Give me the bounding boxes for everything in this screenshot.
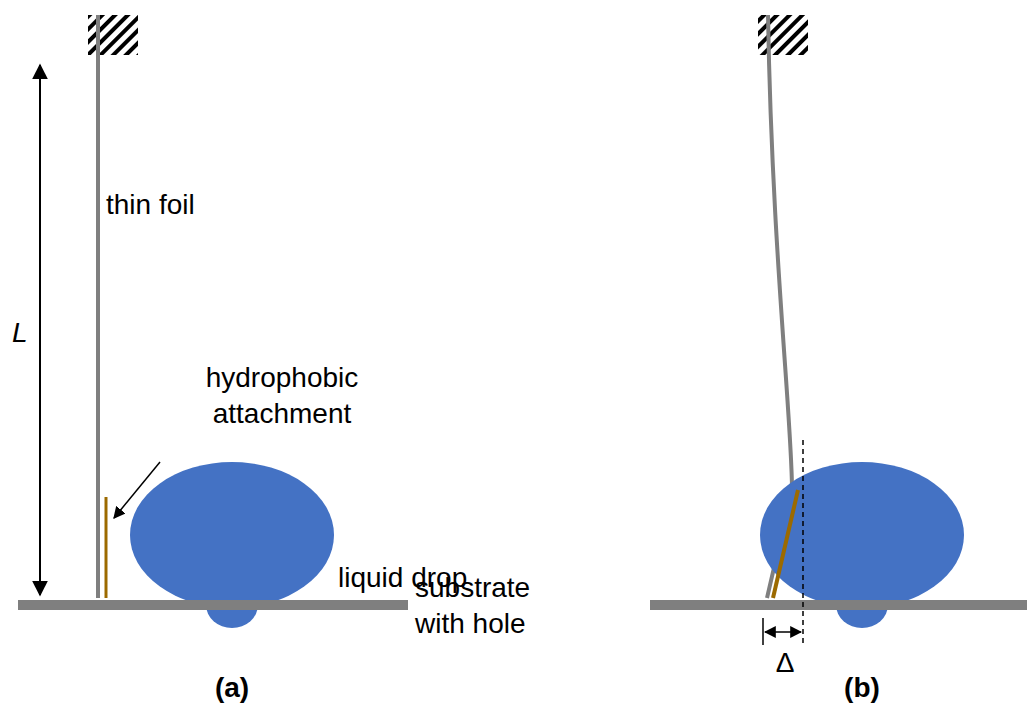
deflection-arrow bbox=[765, 631, 801, 633]
dimension-label: L bbox=[12, 315, 28, 351]
substrate bbox=[650, 600, 1027, 610]
part-label: hydrophobic attachment bbox=[192, 360, 372, 433]
leader-line bbox=[114, 462, 160, 518]
panel-label: (a) bbox=[215, 670, 249, 706]
fixed-support bbox=[758, 15, 808, 55]
liquid-drop bbox=[130, 462, 334, 600]
fixed-support bbox=[88, 15, 138, 55]
thin-foil bbox=[96, 15, 100, 598]
liquid-drop bbox=[760, 462, 964, 600]
hydrophobic-attachment bbox=[773, 490, 798, 598]
panel-label: (b) bbox=[844, 670, 880, 706]
substrate bbox=[18, 600, 408, 610]
hydrophobic-attachment bbox=[105, 497, 108, 598]
part-label: thin foil bbox=[106, 187, 195, 223]
reference-line bbox=[802, 440, 804, 645]
tick-line bbox=[762, 618, 764, 645]
dimension-label: Δ bbox=[776, 645, 795, 681]
length-arrow bbox=[39, 65, 41, 595]
part-label: substrate with hole bbox=[415, 570, 565, 643]
